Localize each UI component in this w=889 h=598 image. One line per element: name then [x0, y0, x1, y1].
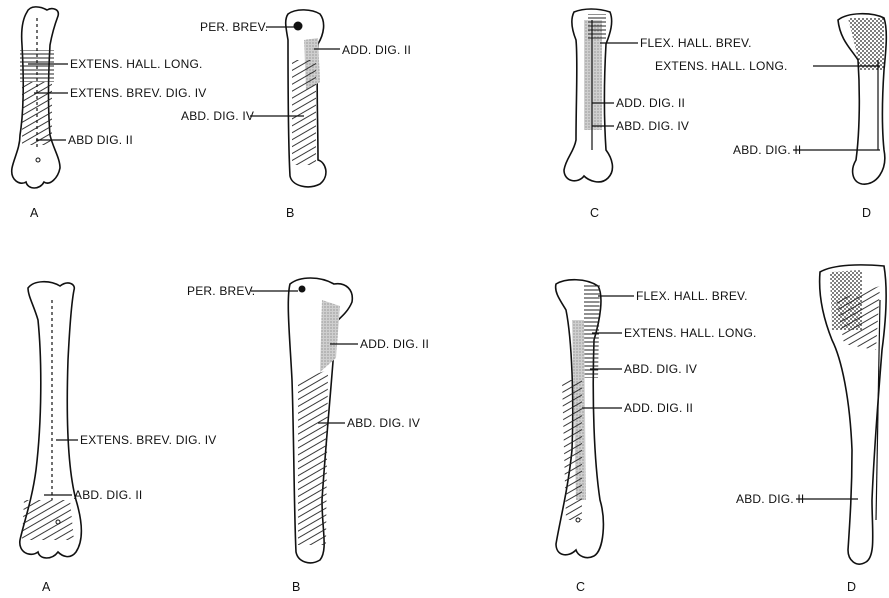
labels-d-top: EXTENS. HALL. LONG. ABD. DIG. II	[655, 59, 880, 157]
bone-c-bottom	[556, 280, 604, 558]
bone-b-top	[286, 10, 326, 187]
bone-a-bottom	[20, 282, 81, 558]
label-extens-hall-long: EXTENS. HALL. LONG.	[70, 57, 203, 71]
label-per-brev: PER. BREV.	[187, 284, 255, 298]
panel-label-b-top: B	[286, 206, 294, 220]
panel-label-d-top: D	[862, 206, 871, 220]
label-add-dig-ii: ADD. DIG. II	[360, 337, 429, 351]
bone-c-top	[564, 9, 612, 182]
label-abd-dig-ii: ABD. DIG. II	[74, 488, 142, 502]
panel-label-d-bottom: D	[847, 580, 856, 594]
label-extens-hall-long: EXTENS. HALL. LONG.	[655, 59, 788, 73]
label-extens-brev-dig-iv: EXTENS. BREV. DIG. IV	[70, 86, 206, 100]
label-abd-dig-iv: ABD. DIG. IV	[624, 362, 697, 376]
bone-b-bottom	[288, 278, 352, 563]
label-add-dig-ii: ADD. DIG. II	[616, 96, 685, 110]
panel-label-c-bottom: C	[576, 580, 585, 594]
label-flex-hall-brev: FLEX. HALL. BREV.	[636, 289, 748, 303]
label-per-brev: PER. BREV.	[200, 20, 268, 34]
panel-label-b-bottom: B	[292, 580, 300, 594]
bone-a-top	[12, 7, 60, 188]
label-flex-hall-brev: FLEX. HALL. BREV.	[640, 36, 752, 50]
panel-label-a-bottom: A	[42, 580, 51, 594]
label-add-dig-ii: ADD. DIG. II	[624, 401, 693, 415]
labels-c-bottom: FLEX. HALL. BREV. EXTENS. HALL. LONG. AB…	[582, 289, 757, 415]
label-abd-dig-iv: ABD. DIG. IV	[616, 119, 689, 133]
panel-label-a-top: A	[30, 206, 39, 220]
bone-d-top	[838, 14, 886, 184]
bone-d-bottom	[820, 265, 887, 564]
label-extens-hall-long: EXTENS. HALL. LONG.	[624, 326, 757, 340]
label-abd-dig-ii: ABD. DIG. II	[733, 143, 801, 157]
labels-a-top: EXTENS. HALL. LONG. EXTENS. BREV. DIG. I…	[28, 57, 206, 147]
label-add-dig-ii: ADD. DIG. II	[342, 43, 411, 57]
labels-d-bottom: ABD. DIG. II	[736, 492, 858, 506]
label-abd-dig-ii: ABD. DIG. II	[736, 492, 804, 506]
label-abd-dig-iv: ABD. DIG. IV	[181, 109, 254, 123]
label-abd-dig-iv: ABD. DIG. IV	[347, 416, 420, 430]
labels-c-top: FLEX. HALL. BREV. ADD. DIG. II ABD. DIG.…	[592, 36, 752, 133]
label-extens-brev-dig-iv: EXTENS. BREV. DIG. IV	[80, 433, 216, 447]
panel-label-c-top: C	[590, 206, 599, 220]
label-abd-dig-ii: ABD DIG. II	[68, 133, 133, 147]
